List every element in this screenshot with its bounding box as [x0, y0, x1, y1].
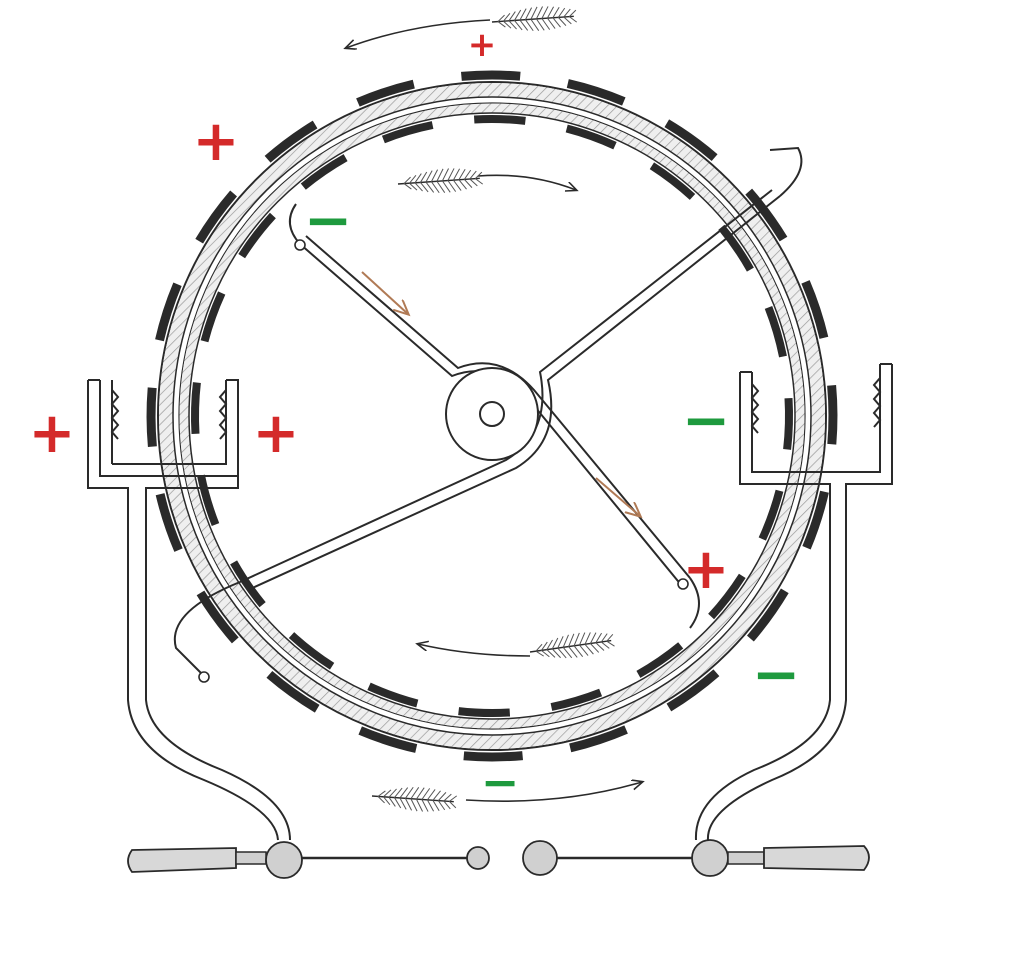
outer-disc-sector	[566, 79, 626, 106]
right-electrode-ball	[691, 839, 729, 877]
outer-disc-sector	[155, 282, 182, 342]
charge-label-lower-brush: +	[683, 537, 730, 602]
charge-label-right-inner: −	[682, 386, 731, 454]
right-discharger	[522, 839, 870, 877]
outer-disc-sector	[356, 79, 415, 107]
inner-rotation-arrow-bottom	[418, 632, 615, 659]
outer-disc-sector	[266, 670, 320, 713]
charge-label-upper-brush: −	[304, 186, 353, 254]
outer-disc-sectors	[146, 70, 838, 762]
right-comb-collector	[694, 363, 893, 841]
outer-disc-sector	[463, 751, 524, 762]
feather-tail	[529, 632, 615, 659]
inner-disc-sector	[473, 115, 526, 125]
feather-tail	[371, 786, 458, 812]
outer-disc-sector	[569, 725, 628, 753]
inner-rotation-arrow-top	[397, 168, 576, 194]
charge-label-lower-right: −	[752, 640, 801, 708]
inner-disc-sector	[238, 212, 276, 259]
left-discharger	[127, 841, 490, 879]
outer-disc-sector	[146, 387, 157, 448]
outer-disc-sector	[460, 70, 521, 81]
inner-disc-sectors	[191, 115, 793, 717]
feather-tail	[397, 168, 484, 194]
charge-label-left-outer: +	[29, 401, 76, 466]
outer-disc-sector	[746, 588, 789, 642]
left-comb-collector	[87, 379, 291, 841]
inner-disc-sector	[649, 162, 696, 200]
inner-disc-sector	[718, 224, 754, 272]
glass-disc-ring	[157, 81, 827, 751]
inner-disc-sector	[783, 397, 793, 450]
outer-disc-sector	[195, 190, 238, 244]
outer-disc-sector	[155, 493, 183, 552]
charge-label-top: +	[468, 25, 497, 65]
charge-label-left-inner: +	[253, 401, 300, 466]
outer-disc-sector	[196, 590, 239, 644]
left-electrode-ball	[265, 841, 303, 879]
inner-disc-sector	[200, 291, 226, 343]
neutralizer-rod-b	[247, 195, 781, 591]
inner-disc-sector	[550, 688, 603, 711]
inner-disc-sector	[191, 382, 201, 435]
charge-label-upper-left: +	[193, 109, 240, 174]
brush-tip-upper	[294, 239, 306, 251]
feather-tail	[491, 6, 578, 32]
charge-label-bottom: −	[481, 755, 520, 809]
inner-disc-sector	[565, 124, 617, 150]
inner-disc-sector	[381, 121, 434, 144]
current-arrow-lower	[595, 477, 640, 516]
outer-disc-sector	[802, 490, 829, 550]
inner-disc-sector	[230, 560, 266, 608]
inner-disc-sector	[458, 707, 511, 717]
inner-disc-sector	[758, 489, 784, 541]
right-electrode-tip	[522, 840, 558, 876]
axle-hub	[445, 367, 539, 461]
inner-disc-sector	[636, 642, 684, 678]
outer-disc-sector	[666, 669, 720, 712]
inner-disc-sector	[288, 632, 335, 670]
outer-rotation-arrow-bottom	[371, 782, 642, 812]
outer-disc-sector	[358, 726, 418, 753]
inner-disc-sector	[367, 682, 419, 708]
outer-rotation-arrow-top	[346, 6, 578, 48]
brush-tip-lower	[677, 578, 689, 590]
inner-disc-sector	[764, 305, 787, 358]
brush-tip-left	[198, 671, 210, 683]
outer-disc-sector	[264, 120, 318, 163]
outer-disc-sector	[801, 280, 829, 339]
left-electrode-tip	[466, 846, 490, 870]
outer-disc-sector	[664, 119, 718, 162]
inner-disc-sector	[300, 154, 348, 190]
outer-disc-sector	[827, 384, 838, 445]
inner-disc-sector	[708, 573, 746, 620]
outer-disc-sector	[745, 188, 788, 242]
current-arrow-upper	[361, 271, 408, 314]
